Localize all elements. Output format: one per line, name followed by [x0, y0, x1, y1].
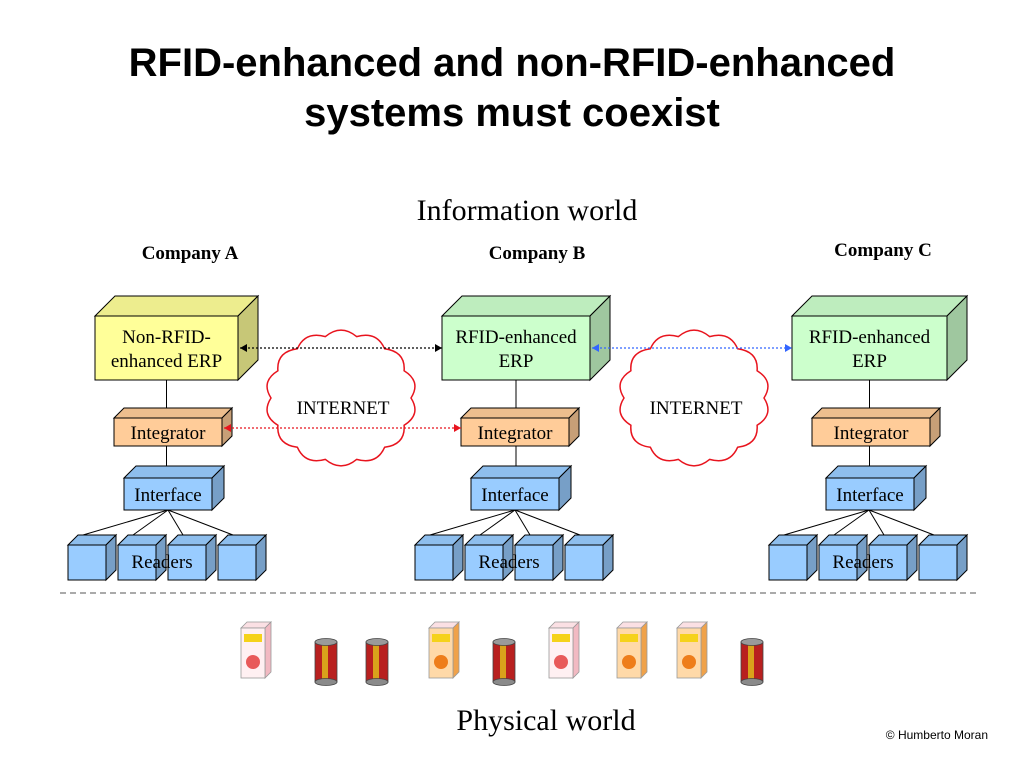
juice-carton-icon: [428, 621, 460, 679]
erp-label-line-1: RFID-enhanced: [809, 327, 931, 348]
reader-box-company-c: [867, 533, 919, 582]
readers-label: Readers: [131, 552, 192, 573]
reader-box-company-a: [166, 533, 218, 582]
readers-label: Readers: [832, 552, 893, 573]
can-icon: [740, 638, 764, 686]
reader-box-company-b: [413, 533, 465, 582]
information-world-label: Information world: [416, 194, 638, 227]
integrator-label: Integrator: [834, 423, 910, 444]
company-b-label: Company B: [488, 243, 586, 264]
erp-label-line-2: ERP: [852, 351, 887, 372]
interface-box-company-c: [824, 464, 928, 512]
internet-label: INTERNET: [650, 398, 743, 419]
interface-label: Interface: [481, 485, 549, 506]
slide-title-line-2: systems must coexist: [304, 91, 720, 135]
internet-cloud-a-b: [266, 329, 416, 467]
juice-carton-icon: [548, 621, 580, 679]
erp-label-line-2: enhanced ERP: [111, 351, 222, 372]
juice-carton-icon: [240, 621, 272, 679]
interface-box-company-b: [469, 464, 573, 512]
can-icon: [365, 638, 389, 686]
internet-label: INTERNET: [297, 398, 390, 419]
reader-box-company-b: [463, 533, 515, 582]
erp-label-line-1: RFID-enhanced: [455, 327, 577, 348]
erp-label-line-2: ERP: [499, 351, 534, 372]
reader-box-company-a: [66, 533, 118, 582]
slide-title: RFID-enhanced and non-RFID-enhanced syst…: [0, 38, 1024, 138]
company-c-label: Company C: [834, 240, 932, 261]
integrator-box-company-c: [810, 406, 942, 448]
company-a-label: Company A: [141, 243, 239, 264]
reader-box-company-a: [216, 533, 268, 582]
copyright-notice: © Humberto Moran: [885, 728, 988, 742]
interface-label: Interface: [836, 485, 904, 506]
reader-box-company-c: [817, 533, 869, 582]
reader-box-company-c: [767, 533, 819, 582]
can-icon: [314, 638, 338, 686]
erp-box-company-b: [440, 294, 612, 382]
integrator-box-company-b: [459, 406, 581, 448]
reader-box-company-c: [917, 533, 969, 582]
internet-cloud-b-c: [619, 329, 769, 467]
reader-box-company-b: [563, 533, 615, 582]
erp-box-company-a: [93, 294, 260, 382]
can-icon: [492, 638, 516, 686]
integrator-label: Integrator: [478, 423, 554, 444]
reader-box-company-b: [513, 533, 565, 582]
readers-label: Readers: [478, 552, 539, 573]
slide-title-line-1: RFID-enhanced and non-RFID-enhanced: [128, 41, 896, 85]
integrator-label: Integrator: [131, 423, 207, 444]
erp-label-line-1: Non-RFID-: [122, 327, 211, 348]
interface-box-company-a: [122, 464, 226, 512]
reader-box-company-a: [116, 533, 168, 582]
physical-world-label: Physical world: [456, 704, 636, 737]
interface-label: Interface: [134, 485, 202, 506]
juice-carton-icon: [676, 621, 708, 679]
juice-carton-icon: [616, 621, 648, 679]
